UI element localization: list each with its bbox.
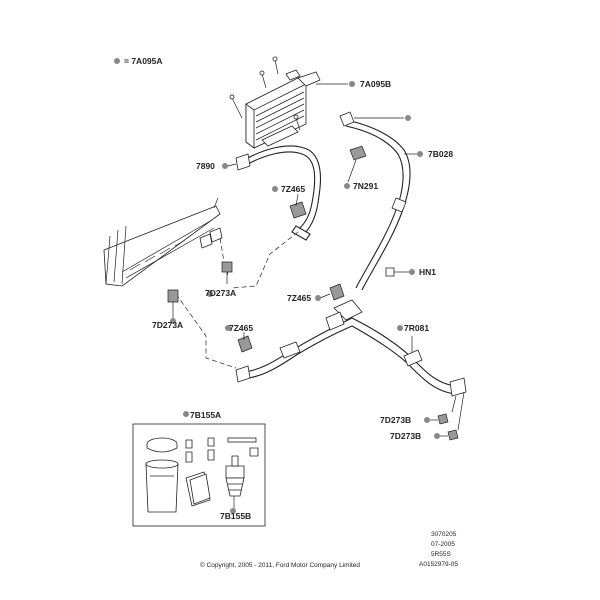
kit-box — [132, 423, 266, 527]
small-parts — [167, 111, 459, 441]
legend-text: = 7A095A — [124, 56, 163, 66]
kit-7B155A: 7B155A 7B155B — [132, 410, 266, 527]
label-7Z465-top: 7Z465 — [281, 184, 305, 194]
label-7890: 7890 — [196, 161, 215, 171]
meta-line-3: 5R55S — [431, 551, 452, 558]
radiator — [103, 197, 223, 287]
label-7R081: 7R081 — [404, 323, 429, 333]
kit-rod — [227, 437, 257, 443]
label-7D273B-2: 7D273B — [390, 431, 421, 441]
label-7D273A-mid: 7D273A — [205, 288, 236, 298]
meta-line-2: 07-2005 — [431, 541, 455, 548]
callouts: 7A095B 7B028 7890 7N291 7Z465 HN1 7D273A… — [152, 79, 453, 441]
meta-block: 3070205 07-2005 5R55S A0152979-05 — [419, 531, 458, 568]
label-7N291: 7N291 — [353, 181, 378, 191]
label-7B155B: 7B155B — [220, 511, 251, 521]
kit-container — [145, 463, 179, 513]
label-7A095B: 7A095B — [360, 79, 391, 89]
routing-dashes — [175, 231, 299, 369]
label-7Z465-low: 7Z465 — [229, 323, 253, 333]
label-7D273A-low: 7D273A — [152, 320, 183, 330]
cooler-lines — [235, 119, 467, 431]
label-7B028: 7B028 — [428, 149, 453, 159]
label-7Z465-mid: 7Z465 — [287, 293, 311, 303]
kit-filter — [225, 465, 245, 479]
meta-line-4: A0152979-05 — [419, 561, 458, 568]
meta-line-1: 3070205 — [431, 531, 457, 538]
copyright: © Copyright, 2005 - 2011, Ford Motor Com… — [200, 561, 360, 569]
legend-dot — [114, 58, 120, 64]
oil-cooler — [229, 56, 321, 149]
label-7B155A: 7B155A — [190, 410, 221, 420]
label-HN1: HN1 — [419, 267, 436, 277]
label-7D273B-1: 7D273B — [380, 415, 411, 425]
legend: = 7A095A — [114, 56, 163, 66]
